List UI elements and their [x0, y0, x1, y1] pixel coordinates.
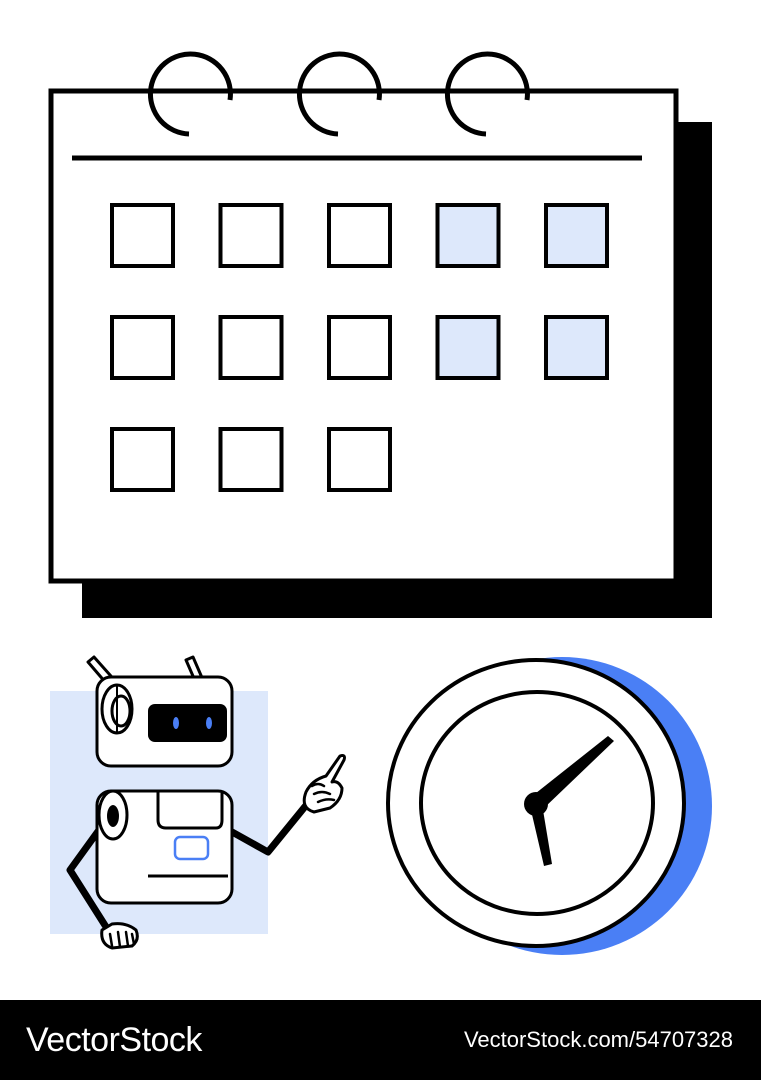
calendar-day-cell-highlighted [435, 203, 501, 268]
calendar-day-cell-highlighted [544, 315, 609, 380]
clock-hour-hand [530, 804, 552, 866]
calendar-day-cell [110, 203, 175, 268]
robot-eye [206, 717, 212, 729]
robot-hand-pointing [302, 754, 346, 814]
calendar-day-cell [218, 427, 284, 492]
calendar-grid [110, 203, 609, 492]
calendar-day-cell-highlighted [544, 203, 609, 268]
robot-arm-right [221, 794, 316, 856]
clock-minute-hand [531, 736, 614, 809]
clock-icon [386, 657, 712, 955]
calendar-day-cell [327, 427, 392, 492]
brand-logo-text: VectorStock [26, 1020, 202, 1059]
robot-head [95, 675, 234, 768]
stock-id-text: VectorStock.com/54707328 [463, 1027, 733, 1052]
calendar-day-cell [327, 203, 392, 268]
calendar-day-cell [110, 427, 175, 492]
robot-chest-panel [173, 835, 210, 861]
calendar-day-cell [218, 315, 284, 380]
calendar-day-cell [110, 315, 175, 380]
watermark-footer: VectorStock VectorStock.com/54707328 [0, 1000, 761, 1080]
clock-center-pin [524, 792, 548, 816]
calendar-day-cell [218, 203, 284, 268]
robot-hand-lower [100, 922, 139, 950]
calendar-ring [296, 51, 382, 137]
illustration [48, 51, 712, 955]
robot-body [95, 789, 234, 905]
robot-icon [50, 655, 346, 950]
calendar-ring [147, 51, 233, 137]
calendar-day-cell-highlighted [435, 315, 501, 380]
robot-face-screen [148, 704, 227, 742]
calendar-icon [48, 51, 712, 618]
calendar-ring [444, 51, 530, 137]
robot-eye [173, 717, 179, 729]
calendar-day-cell [327, 315, 392, 380]
